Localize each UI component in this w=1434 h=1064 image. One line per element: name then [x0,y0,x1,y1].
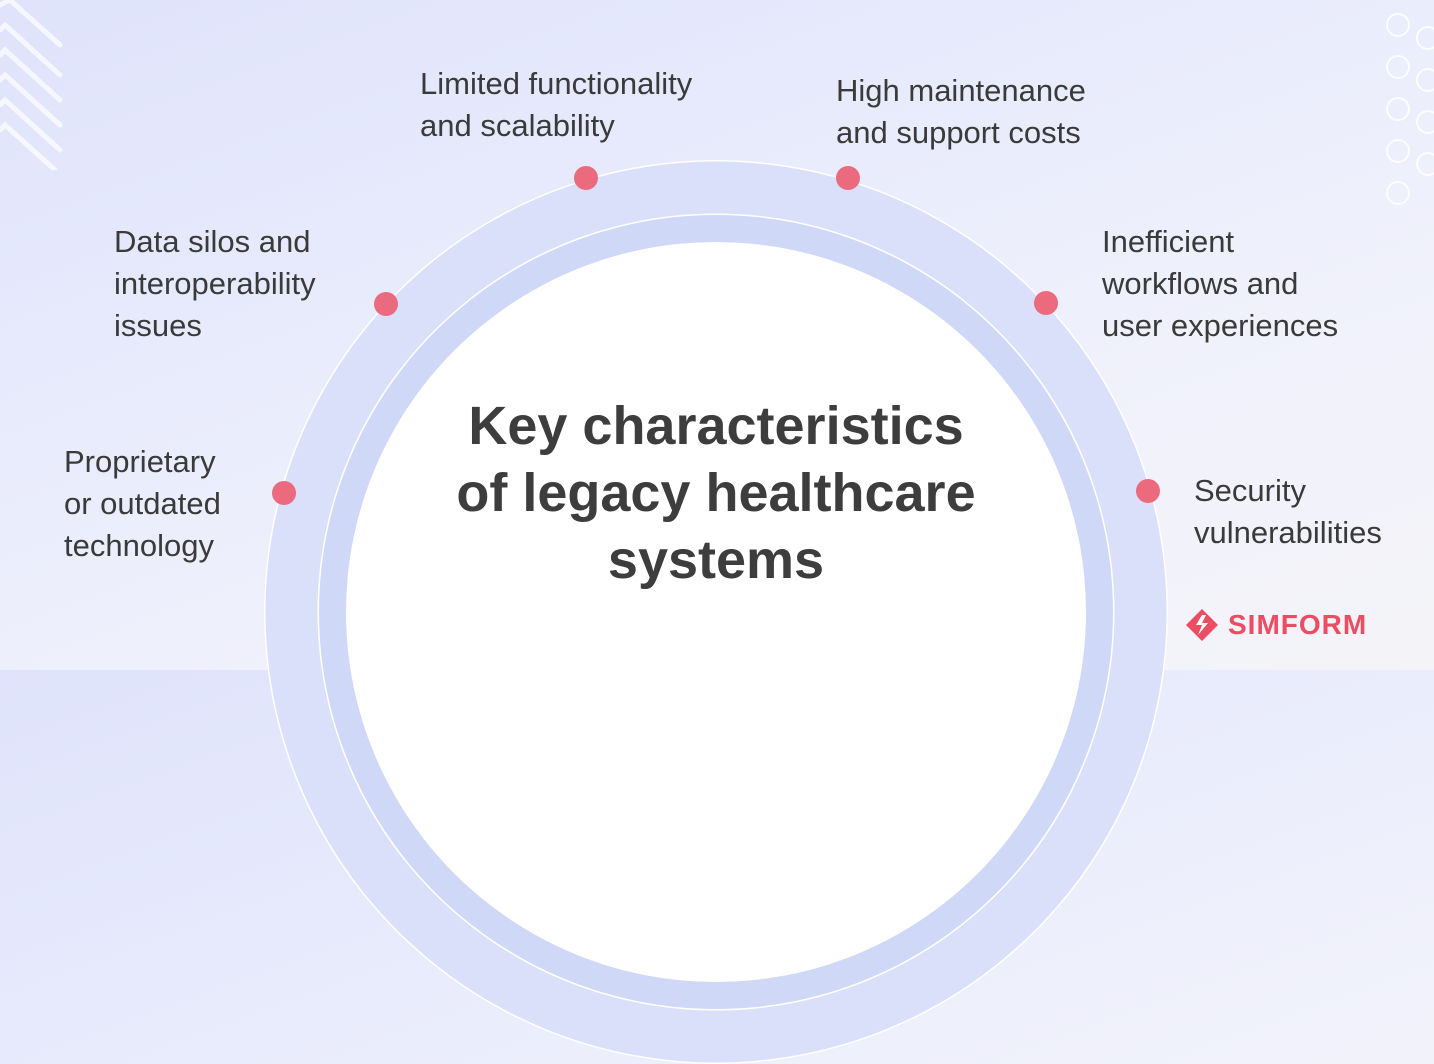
diagram-title: Key characteristics of legacy healthcare… [456,396,976,590]
item-limited-functionality: Limited functionality and scalability [420,66,693,143]
item-proprietary-technology: Proprietary or outdated technology [64,444,221,563]
bullet-dot-icon [1136,479,1160,503]
bullet-dot-icon [1034,291,1058,315]
bullet-dot-icon [374,292,398,316]
center-circle [346,242,1086,982]
bullet-dot-icon [272,481,296,505]
item-high-maintenance: High maintenance and support costs [836,73,1086,150]
item-data-silos: Data silos and interoperability issues [114,224,316,343]
item-security-vulnerabilities: Security vulnerabilities [1194,473,1382,550]
chevron-pattern-icon [0,0,63,170]
bullet-dot-icon [574,166,598,190]
item-inefficient-workflows: Inefficient workflows and user experienc… [1102,224,1339,343]
circle-pattern-icon [1386,13,1434,205]
bullet-dot-icon [836,166,860,190]
brand-name: SIMFORM [1228,609,1368,640]
simform-logo-icon [1186,609,1218,641]
simform-logo: SIMFORM [1184,607,1367,643]
